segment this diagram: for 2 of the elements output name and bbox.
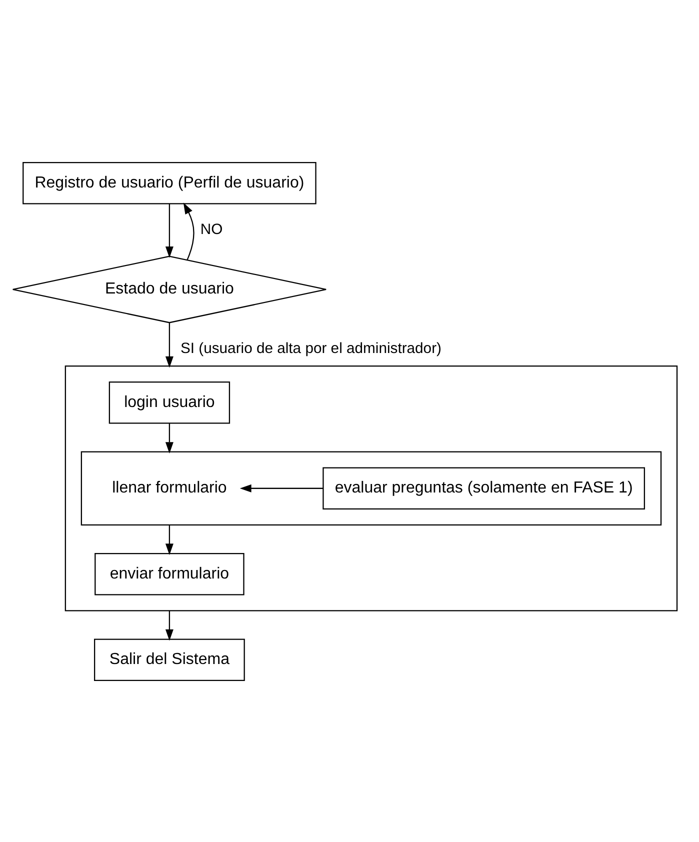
edge-label: SI (usuario de alta por el administrador): [180, 340, 442, 356]
edge-label: NO: [200, 221, 223, 238]
